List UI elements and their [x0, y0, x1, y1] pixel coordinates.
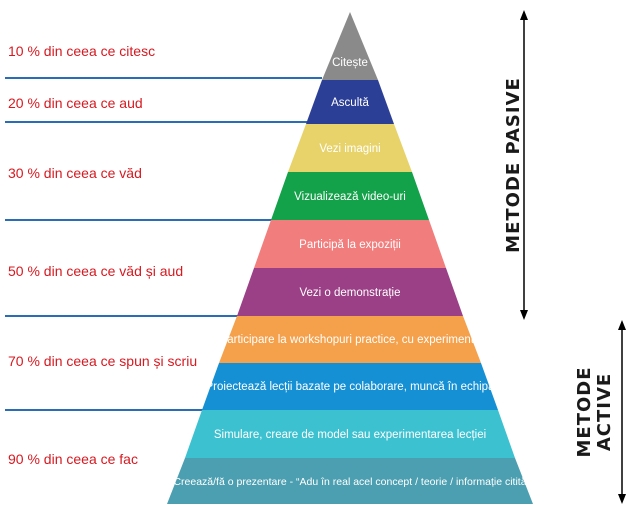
level-8-colaborare	[202, 363, 498, 410]
pyramid-levels	[167, 12, 533, 504]
level-1-citeste	[322, 12, 378, 80]
level-7-label: Participare la workshopuri practice, cu …	[220, 334, 481, 346]
level-6-demonstratie	[237, 268, 463, 316]
level-9-simulare	[185, 410, 515, 458]
active-methods-arrow	[618, 320, 626, 504]
passive-arrow-head-down	[520, 310, 528, 320]
level-8-label: Proiectează lecții bazate pe colaborare,…	[206, 381, 496, 393]
passive-methods-label: METODE PASIVE	[503, 77, 524, 253]
level-1-label: Citește	[332, 57, 368, 69]
active-methods-label-line1: METODE	[574, 366, 595, 457]
divider-lines	[5, 77, 322, 411]
passive-arrow-head-up	[520, 10, 528, 20]
percent-label-30: 30 % din ceea ce văd	[8, 165, 142, 181]
level-5-label: Participă la expoziții	[299, 239, 401, 251]
active-arrow-head-up	[618, 320, 626, 330]
active-methods-label-line2: ACTIVE	[594, 373, 615, 451]
level-2-asculta	[306, 80, 394, 124]
passive-methods-arrow	[520, 10, 528, 320]
level-5-expozitii	[254, 220, 446, 268]
level-10-label: Creează/fă o prezentare - “Adu în real a…	[173, 476, 526, 488]
percent-label-70: 70 % din ceea ce spun și scriu	[8, 353, 197, 369]
active-methods-label: METODE ACTIVE	[574, 366, 615, 457]
level-2-label: Ascultă	[331, 97, 369, 109]
percent-label-20: 20 % din ceea ce aud	[8, 95, 143, 111]
level-4-label: Vizualizează video-uri	[294, 191, 406, 203]
level-4-video	[271, 172, 429, 220]
percent-label-10: 10 % din ceea ce citesc	[8, 43, 155, 59]
level-3-label: Vezi imagini	[319, 143, 380, 155]
level-6-label: Vezi o demonstrație	[299, 287, 400, 299]
level-10-prezentare	[167, 458, 533, 504]
level-7-workshop	[219, 316, 481, 363]
level-9-label: Simulare, creare de model sau experiment…	[214, 429, 486, 441]
percent-label-50: 50 % din ceea ce văd și aud	[8, 263, 183, 279]
level-3-vezi-imagini	[288, 124, 412, 172]
percent-label-90: 90 % din ceea ce fac	[8, 451, 138, 467]
active-arrow-head-down	[618, 494, 626, 504]
